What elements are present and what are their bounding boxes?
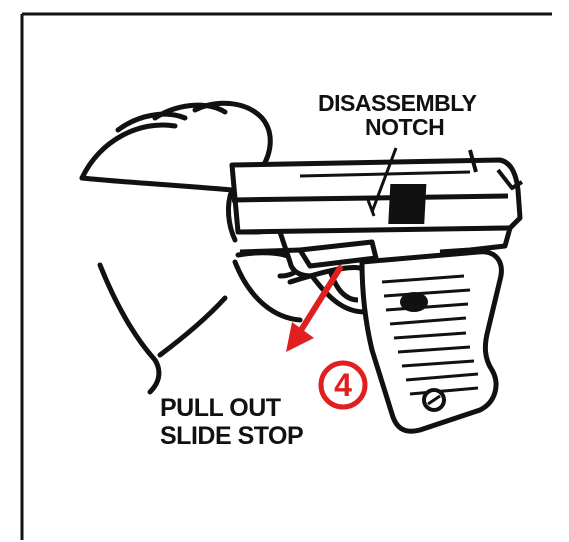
- pull-out-label-line1: PULL OUT: [160, 396, 281, 421]
- disassembly-notch-label-line2: NOTCH: [365, 116, 444, 139]
- pistol-slide: [232, 150, 522, 232]
- step-number: 4: [321, 363, 365, 407]
- disassembly-notch-label-line1: DISASSEMBLY: [318, 92, 477, 115]
- slide-serrations: [388, 184, 426, 224]
- pull-out-label-line2: SLIDE STOP: [160, 424, 303, 449]
